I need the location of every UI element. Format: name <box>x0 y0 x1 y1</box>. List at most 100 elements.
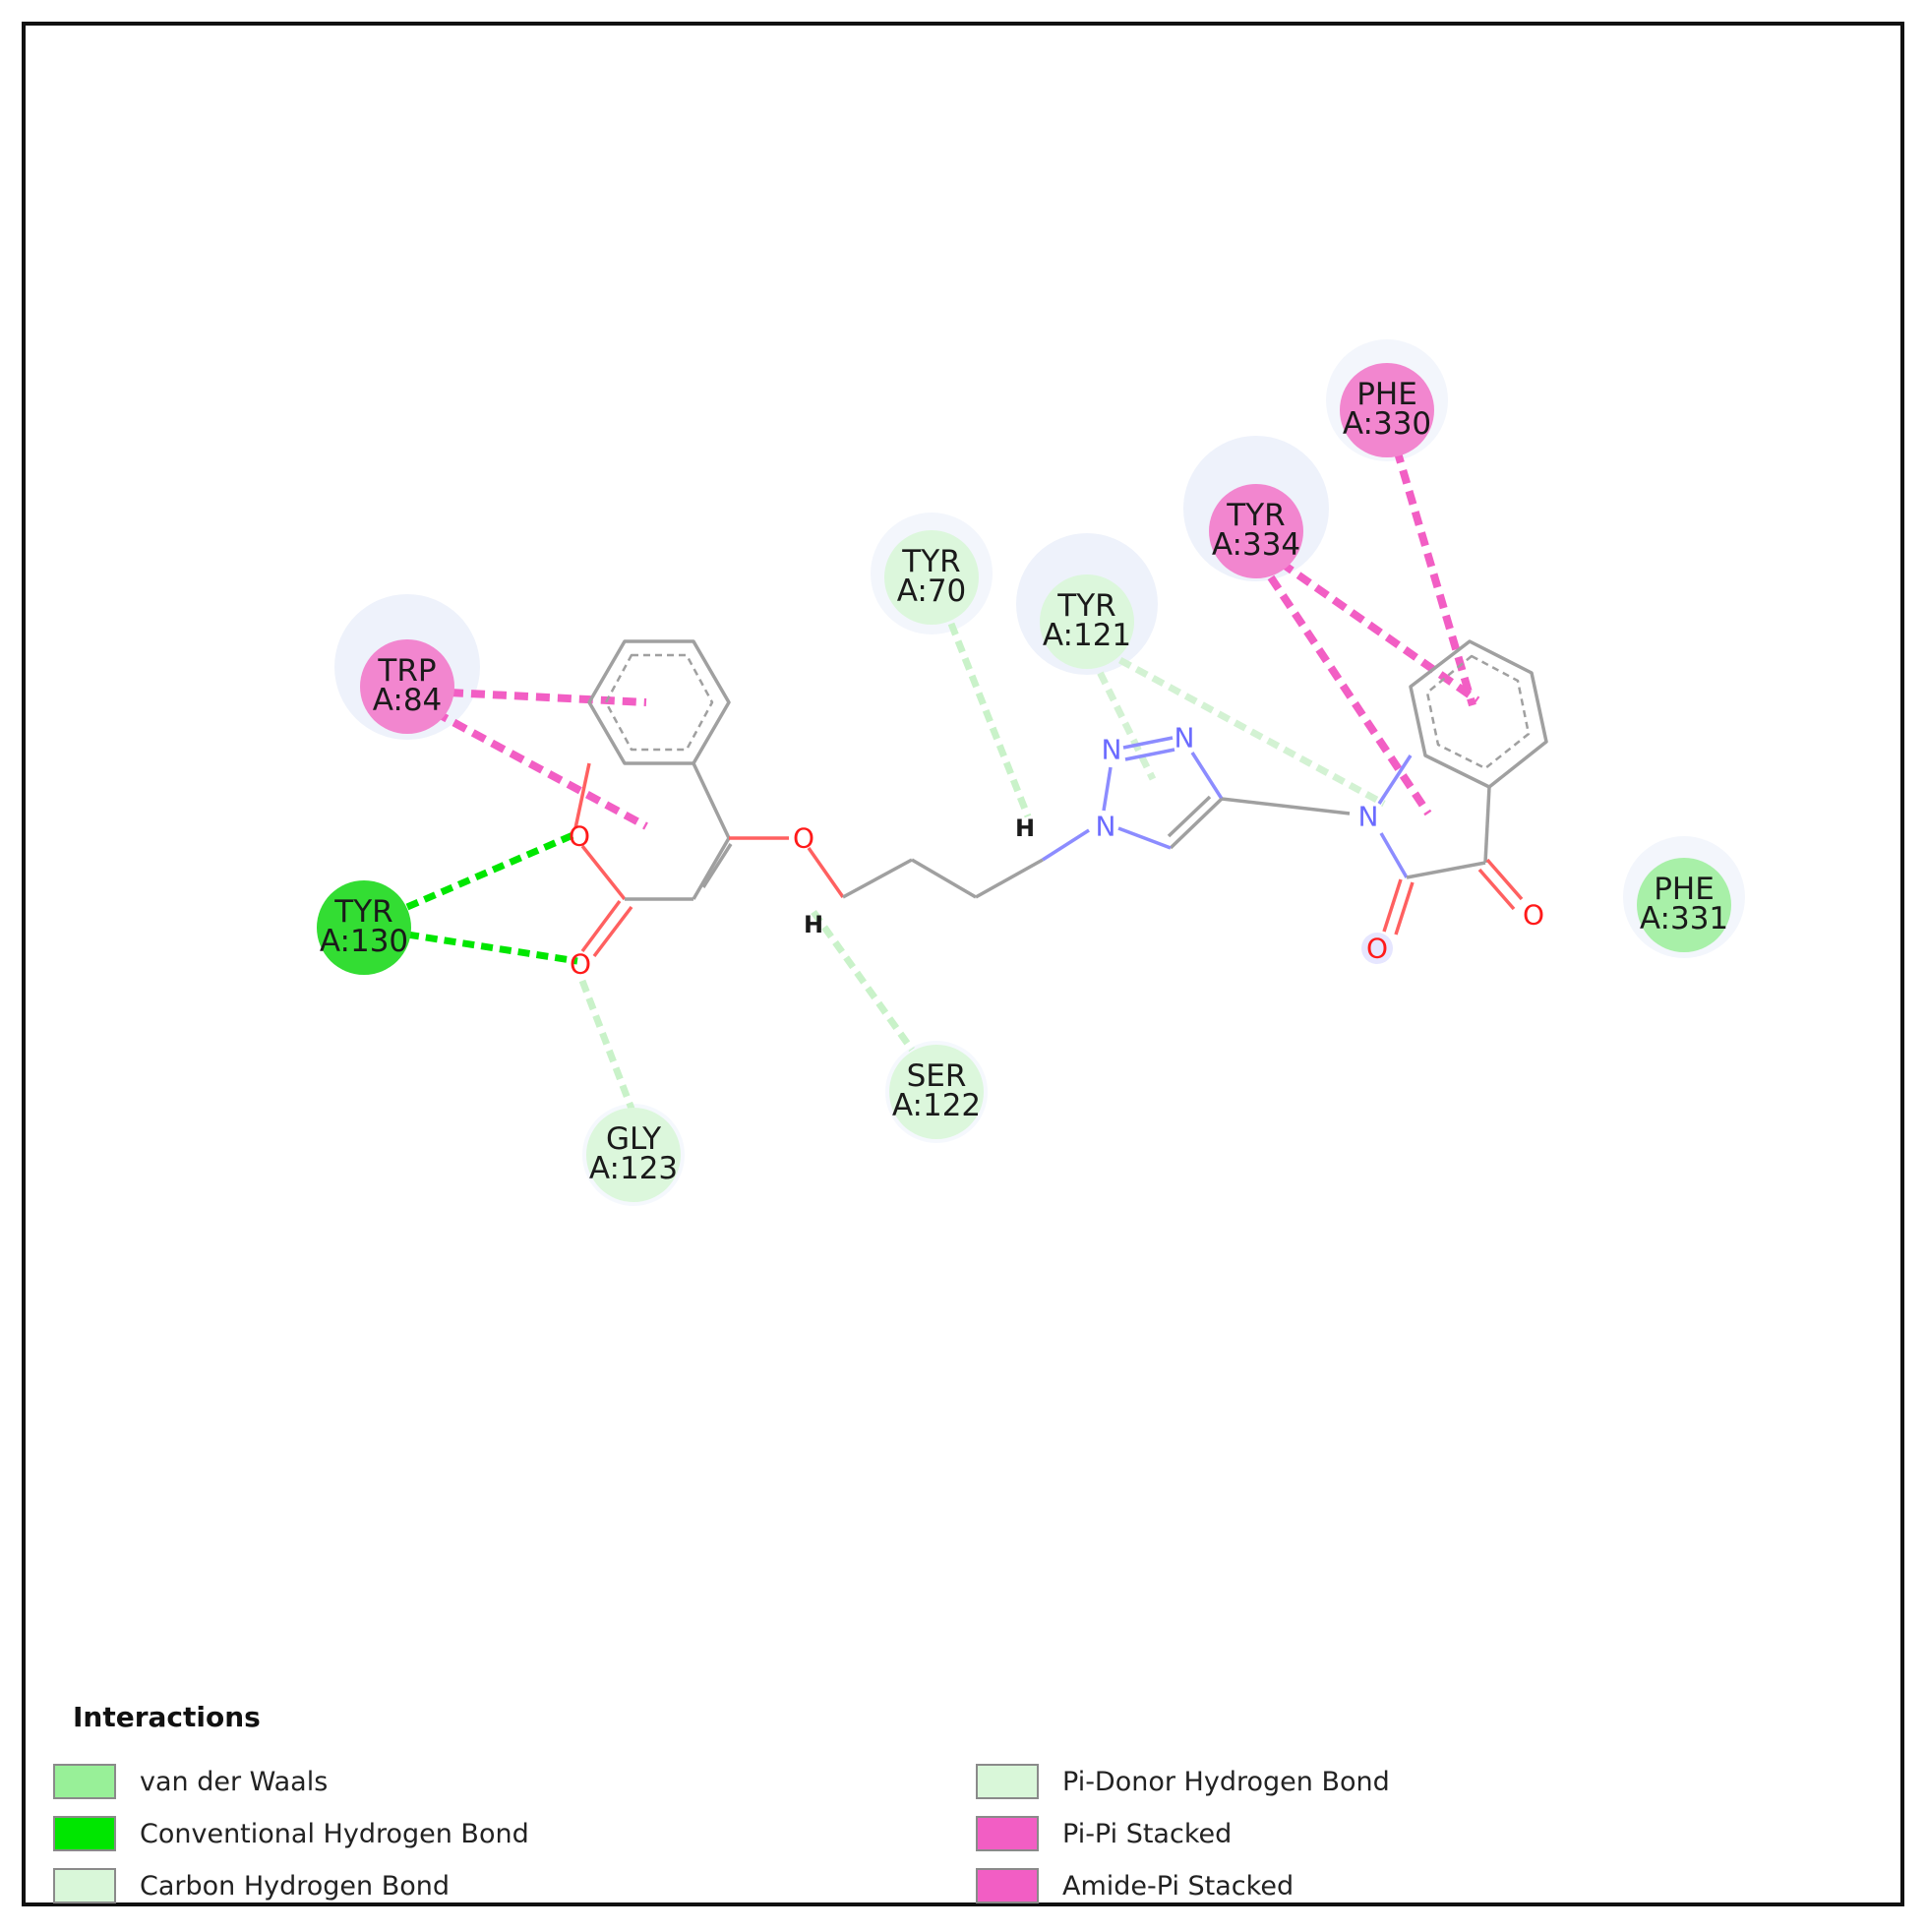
atom-o-isatin-2: O <box>1523 899 1544 932</box>
diagram-frame: O O O H H N N N N O O TRP A:84 TYR A:130… <box>22 22 1904 1906</box>
residue-phe331[interactable]: PHE A:331 <box>1637 858 1731 952</box>
residue-circle <box>586 1108 681 1202</box>
residue-halos <box>334 339 1745 1206</box>
legend-label: Conventional Hydrogen Bond <box>140 1818 529 1849</box>
residue-phe330[interactable]: PHE A:330 <box>1340 363 1434 457</box>
bond-c5-n1 <box>1117 826 1172 850</box>
residue-name: PHE <box>1356 377 1417 412</box>
residue-gly123[interactable]: GLY A:123 <box>586 1108 681 1202</box>
legend-item-vdw: van der Waals <box>53 1760 328 1803</box>
legend-item-carbon-hbond: Carbon Hydrogen Bond <box>53 1864 450 1907</box>
residue-id: A:330 <box>1343 406 1431 442</box>
bond-c2-o-a <box>580 899 622 953</box>
residue-id: A:334 <box>1212 527 1300 563</box>
interaction-diagram: O O O H H N N N N O O TRP A:84 TYR A:130… <box>317 339 1745 1206</box>
hbond-tyr130-o1 <box>405 829 579 911</box>
chbond-gly123 <box>578 979 635 1111</box>
atom-h-1: H <box>804 911 823 938</box>
bond-n2-n3-b <box>1124 748 1175 761</box>
legend-swatch <box>976 1816 1039 1851</box>
legend-label: Pi-Pi Stacked <box>1062 1818 1233 1849</box>
legend-item-amide-pi-stacked: Amide-Pi Stacked <box>976 1864 1294 1907</box>
bond-ch2-n1 <box>1042 828 1090 862</box>
residue-tyr121[interactable]: TYR A:121 <box>1040 574 1134 669</box>
legend-swatch <box>53 1816 116 1851</box>
ligand <box>573 639 1548 958</box>
bond-triazole-n <box>1221 797 1351 815</box>
bond-o1-c2 <box>580 844 627 901</box>
pi-line-tyr334-a <box>1278 559 1480 704</box>
legend-label: Pi-Donor Hydrogen Bond <box>1062 1766 1390 1797</box>
bond-n1-n2 <box>1102 766 1113 812</box>
legend-swatch <box>53 1764 116 1799</box>
residue-nodes: TRP A:84 TYR A:130 GLY A:123 TYR A:70 SE… <box>317 363 1731 1202</box>
legend-item-pi-pi-stacked: Pi-Pi Stacked <box>976 1812 1232 1855</box>
residue-id: A:130 <box>320 924 408 959</box>
bond-c3i-c3a <box>1483 786 1491 864</box>
bond-ch2-ch2 <box>842 858 913 899</box>
residue-id: A:123 <box>589 1151 678 1186</box>
bond-c4-c5 <box>1169 797 1224 850</box>
bond-c3-c4-double <box>701 843 733 888</box>
residue-name: TYR <box>1056 588 1115 624</box>
atom-o-ring: O <box>569 820 590 853</box>
residue-circle <box>317 880 411 975</box>
bond-n-c2 <box>1379 832 1409 878</box>
residue-id: A:84 <box>373 683 443 718</box>
legend-swatch <box>976 1868 1039 1903</box>
residue-circle <box>360 639 454 734</box>
legend-item-conventional-hbond: Conventional Hydrogen Bond <box>53 1812 529 1855</box>
bond-c2-o-b <box>592 905 633 958</box>
bond-c2-c3i <box>1406 861 1486 879</box>
atom-o-carbonyl: O <box>570 948 591 981</box>
atom-n3-triazole: N <box>1174 722 1195 755</box>
atom-o-isatin-halo <box>1361 933 1393 964</box>
bond-c3i-oa <box>1485 858 1524 901</box>
pi-line-phe330 <box>1393 448 1476 707</box>
bond-o-ch2 <box>807 846 845 899</box>
residue-id: A:121 <box>1043 618 1131 653</box>
bond-c4-c5-double <box>1167 795 1212 838</box>
bond-c4-c4a <box>692 762 731 839</box>
legend-item-pi-donor-hbond: Pi-Donor Hydrogen Bond <box>976 1760 1390 1803</box>
pi-line-tyr334-b <box>1267 574 1432 816</box>
residue-ser122[interactable]: SER A:122 <box>889 1045 984 1139</box>
residue-name: SER <box>907 1058 967 1094</box>
residue-trp84[interactable]: TRP A:84 <box>360 639 454 734</box>
residue-name: TYR <box>333 894 392 930</box>
residue-circle <box>889 1045 984 1139</box>
pi-line-trp84-ring1 <box>449 689 647 706</box>
residue-tyr334[interactable]: TYR A:334 <box>1209 484 1303 578</box>
pi-line-trp84-ring2 <box>433 708 648 830</box>
legend-label: van der Waals <box>140 1766 329 1797</box>
residue-name: PHE <box>1654 872 1715 907</box>
residue-id: A:70 <box>897 574 967 609</box>
atom-n-isatin: N <box>1358 801 1379 833</box>
residue-tyr130[interactable]: TYR A:130 <box>317 880 411 975</box>
legend-swatch <box>976 1764 1039 1799</box>
residue-circle <box>1637 858 1731 952</box>
residue-id: A:122 <box>892 1088 981 1123</box>
residue-name: TYR <box>901 544 960 579</box>
chbond-tyr121-a <box>1102 647 1386 808</box>
atom-o-ether: O <box>793 822 814 855</box>
legend-title: Interactions <box>73 1701 261 1733</box>
isatin-benzene-aromatic <box>1425 654 1531 770</box>
legend-label: Amide-Pi Stacked <box>1062 1870 1295 1902</box>
legend-label: Carbon Hydrogen Bond <box>140 1870 451 1902</box>
residue-tyr70[interactable]: TYR A:70 <box>884 530 979 625</box>
residue-circle <box>884 530 979 625</box>
legend-swatch <box>53 1868 116 1903</box>
bond-ch2-ch2b <box>911 858 977 899</box>
residue-circle <box>1209 484 1303 578</box>
interaction-lines <box>405 448 1480 1111</box>
bond-n3-c4 <box>1190 752 1224 800</box>
atom-n2-triazole: N <box>1102 734 1122 766</box>
chbond-tyr70 <box>947 622 1032 818</box>
bond-c2-ob <box>1394 881 1415 936</box>
bond-c2-oa <box>1382 878 1403 933</box>
residue-circle <box>1040 574 1134 669</box>
atom-o-isatin-1: O <box>1366 933 1388 965</box>
bond-c7a-n <box>1377 755 1413 805</box>
bond-ch2-ch2c <box>975 858 1044 899</box>
